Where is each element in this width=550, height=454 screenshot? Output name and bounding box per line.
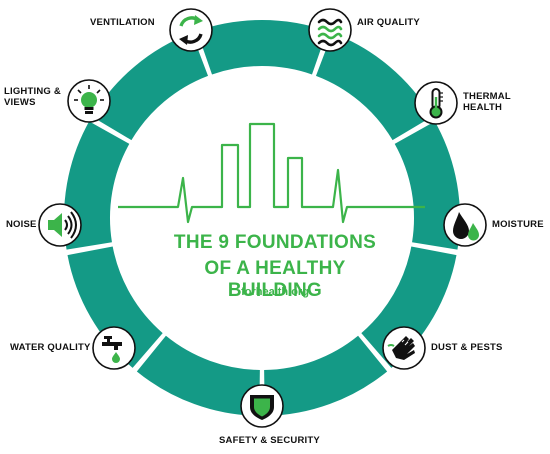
label-dust-pests: DUST & PESTS bbox=[431, 342, 503, 353]
icon-ventilation bbox=[169, 8, 213, 52]
website-url: forhealth.org bbox=[241, 286, 309, 298]
label-air-quality: AIR QUALITY bbox=[357, 17, 420, 28]
cleaning-glove-icon bbox=[387, 336, 415, 360]
label-moisture: MOISTURE bbox=[492, 219, 544, 230]
speaker-icon bbox=[48, 211, 77, 239]
center-title-line-1: THE 9 FOUNDATIONS bbox=[173, 232, 377, 253]
icon-lighting-views bbox=[67, 79, 111, 123]
ring-segment bbox=[91, 32, 209, 141]
ring-segment bbox=[136, 335, 260, 416]
thermometer-icon bbox=[429, 88, 443, 119]
ring-segment bbox=[315, 32, 433, 141]
label-lighting-views: LIGHTING & VIEWS bbox=[4, 86, 61, 108]
light-bulb-icon bbox=[74, 85, 104, 114]
center-title-line-2: OF A HEALTHY BUILDING bbox=[204, 258, 346, 301]
label-noise: NOISE bbox=[6, 219, 37, 230]
icon-dust-pests bbox=[382, 326, 426, 370]
skyline-heartbeat-line bbox=[118, 122, 425, 224]
label-water-quality: WATER QUALITY bbox=[10, 342, 91, 353]
water-drops-icon bbox=[453, 212, 479, 241]
label-safety-security: SAFETY & SECURITY bbox=[219, 435, 320, 446]
air-waves-icon bbox=[317, 18, 343, 47]
faucet-icon bbox=[102, 336, 122, 363]
icon-moisture bbox=[443, 203, 487, 247]
ring-segment bbox=[394, 121, 460, 250]
icon-safety-security bbox=[240, 384, 284, 428]
label-thermal-health: THERMAL HEALTH bbox=[463, 91, 511, 113]
foundations-ring bbox=[64, 19, 460, 416]
ring-segment bbox=[67, 246, 163, 368]
icon-air-quality bbox=[308, 8, 352, 52]
shield-icon bbox=[250, 395, 274, 420]
ring-segment bbox=[264, 335, 388, 416]
label-ventilation: VENTILATION bbox=[90, 17, 155, 28]
icon-noise bbox=[38, 203, 82, 247]
icon-water-quality bbox=[92, 326, 136, 370]
icon-thermal-health bbox=[414, 81, 458, 125]
ring-segment bbox=[196, 19, 328, 75]
recycle-arrows-icon bbox=[179, 15, 203, 45]
